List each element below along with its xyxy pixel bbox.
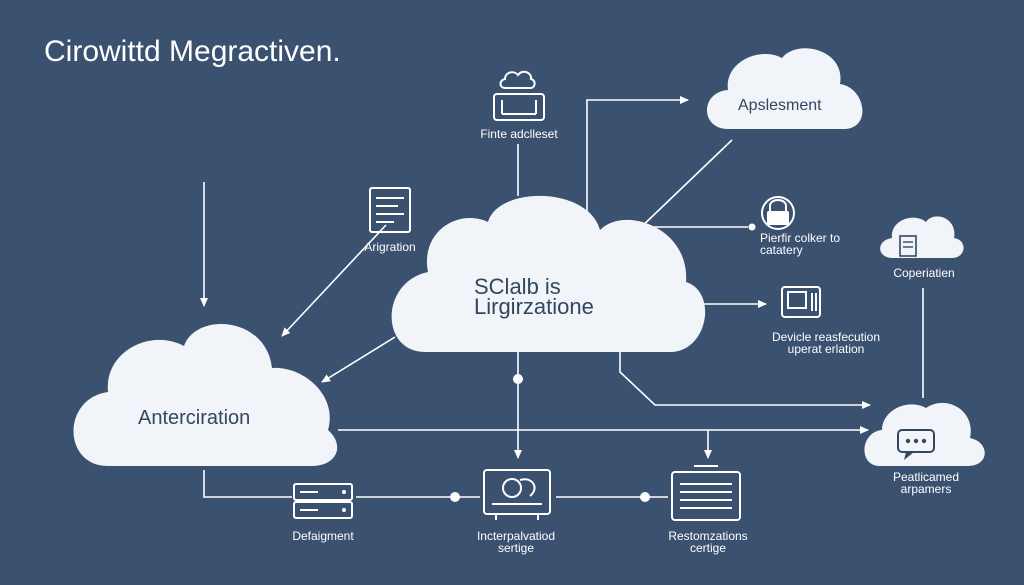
center-cloud: SClalb is Lirgirzatione	[391, 195, 706, 352]
left-upper-node-label: Arigration	[364, 240, 415, 254]
lock-node-line1: Pierfir colker to	[760, 231, 840, 245]
keyboard-panel-icon	[671, 465, 741, 521]
bottom-right-node-line1: Restomzations	[668, 529, 747, 543]
lock-node-line2: catatery	[760, 243, 803, 257]
arrow-center-to-top-right-cloud	[586, 96, 689, 218]
monitor-settings-icon	[483, 469, 551, 520]
document-panel-icon	[369, 187, 411, 233]
top-node-label: Finte adclleset	[480, 127, 558, 141]
device-icon	[781, 286, 821, 318]
chat-cloud-icon	[897, 429, 935, 460]
bottom-left-node-label: Defaigment	[292, 529, 354, 543]
device-node-line2: uperat erlation	[788, 342, 865, 356]
server-rack-icon	[293, 483, 353, 519]
left-cloud-label: Antercira­tion	[138, 407, 250, 429]
device-node-line1: Devicle reasfecution	[772, 330, 880, 344]
server-cloud-icon	[493, 70, 545, 121]
center-cloud-line2: Lirgirzatione	[474, 294, 594, 319]
lock-icon	[761, 196, 795, 230]
right-small-cloud	[880, 216, 964, 258]
bottom-center-node-line2: sertige	[498, 541, 534, 555]
arrow-arigration-to-left-cloud	[281, 224, 387, 337]
top-right-cloud-label: Apslesment	[738, 97, 822, 114]
bottom-center-node-line1: Incterpalvatiod	[477, 529, 555, 543]
coperiatien-label: Coperiatien	[893, 266, 954, 280]
line-center-to-top-right-cloud	[635, 139, 733, 233]
connectors	[200, 96, 924, 502]
page-title: Cirowittd Megractiven.	[44, 35, 341, 68]
bottom-right-cloud	[864, 402, 985, 466]
arrow-center-to-bottom-right-cloud	[619, 352, 871, 409]
center-cloud-line1: SClalb is	[474, 274, 561, 299]
bottom-right-node-line2: certige	[690, 541, 726, 555]
arrow-center-to-left-cloud	[321, 336, 396, 383]
bottom-right-cloud-line1: Peatlicamed	[893, 470, 959, 484]
top-right-cloud: Apslesment	[707, 48, 863, 129]
cloud-document-icon	[899, 235, 917, 257]
line-left-cloud-to-defaigment	[203, 470, 292, 498]
left-cloud: Antercira­tion	[73, 324, 338, 466]
bottom-right-cloud-line2: arpamers	[901, 482, 952, 496]
